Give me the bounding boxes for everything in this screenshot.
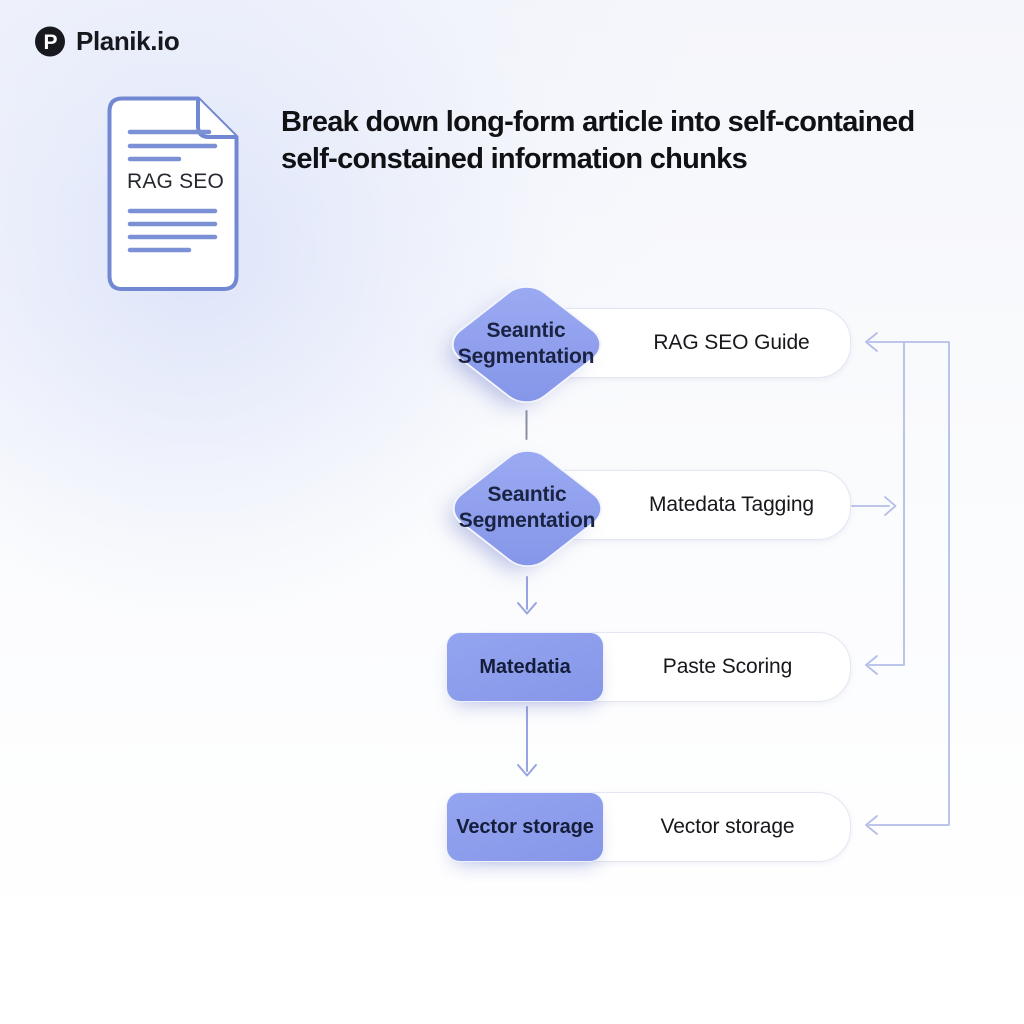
- brand-name: Planik.io: [76, 26, 180, 56]
- page-title-line-2: self-constained information chunks: [281, 143, 748, 175]
- document-card: RAG SEO: [105, 96, 246, 292]
- flow-box-label: Paste Scoring: [662, 655, 793, 678]
- flow-rect-matedatia: Matedatia: [446, 632, 604, 702]
- planik-logo-icon: P: [35, 26, 65, 57]
- page-title-line-1: Break down long-form article into self-c…: [281, 106, 915, 138]
- flow-box-label: Vector storage: [660, 815, 795, 838]
- page-title: Break down long-form article into self-c…: [281, 104, 915, 178]
- diamond-label-line-1: Seaıntic: [487, 483, 567, 507]
- diamond-label-line-2: Segmentation: [458, 509, 596, 532]
- diamond-label: Seaıntic Segmentation: [441, 441, 613, 575]
- rect-label: Vector storage: [456, 815, 594, 838]
- diamond-label: Seaıntic Segmentation: [440, 277, 612, 411]
- flow-box-label: Matedata Tagging: [649, 493, 814, 516]
- flow-rect-vector-storage: Vector storage: [446, 792, 604, 862]
- document-text-lines: [127, 129, 218, 253]
- flow-box-label: RAG SEO Guide: [653, 331, 810, 354]
- brand-logo: P Planik.io: [34, 24, 180, 59]
- diamond-label-line-1: Seaıntic: [486, 319, 566, 343]
- diamond-label-line-2: Segmentation: [457, 345, 595, 368]
- svg-text:P: P: [44, 31, 58, 54]
- document-title: RAG SEO: [126, 170, 225, 193]
- document-icon: [107, 96, 239, 291]
- rect-label: Matedatia: [479, 655, 571, 678]
- flow-diamond-2: Seaıntic Segmentation: [441, 441, 613, 575]
- flow-diamond-1: Seaıntic Segmentation: [440, 277, 612, 411]
